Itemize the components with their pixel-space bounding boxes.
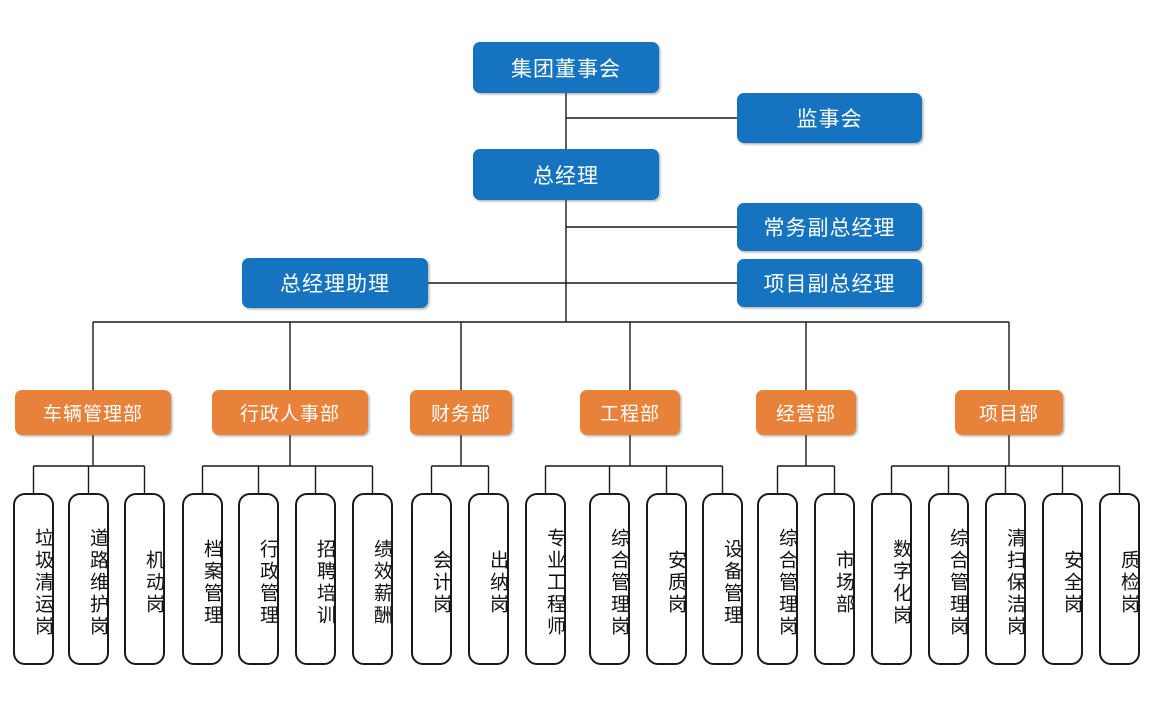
department-label: 车辆管理部 (42, 404, 143, 425)
position-label: 综合管理岗 (776, 528, 797, 638)
position-label: 综合管理岗 (608, 528, 629, 638)
position-label: 招聘培训 (314, 539, 335, 627)
node-executive-deputy-general-manager[interactable]: 常务副总经理 (737, 203, 922, 251)
position-node[interactable]: 综合管理岗 (757, 493, 798, 665)
position-label: 档案管理 (201, 539, 222, 627)
position-node[interactable]: 行政管理 (238, 493, 279, 665)
department-label: 财务部 (430, 404, 491, 425)
department-label: 工程部 (599, 404, 660, 425)
position-label: 设备管理 (721, 539, 742, 627)
position-label: 垃圾清运岗 (32, 528, 53, 638)
position-node[interactable]: 综合管理岗 (589, 493, 630, 665)
position-label: 安质岗 (665, 550, 686, 616)
department-node[interactable]: 车辆管理部 (15, 390, 171, 435)
position-node[interactable]: 出纳岗 (468, 493, 509, 665)
node-group-board[interactable]: 集团董事会 (473, 42, 659, 93)
node-label: 集团董事会 (511, 57, 621, 81)
position-label: 质检岗 (1118, 550, 1139, 616)
position-node[interactable]: 机动岗 (124, 493, 165, 665)
position-node[interactable]: 市场部 (814, 493, 855, 665)
department-label: 经营部 (775, 404, 836, 425)
position-label: 市场部 (833, 550, 854, 616)
node-supervisory-board[interactable]: 监事会 (737, 93, 922, 143)
department-node[interactable]: 项目部 (955, 390, 1063, 435)
position-node[interactable]: 道路维护岗 (68, 493, 109, 665)
position-node[interactable]: 清扫保洁岗 (985, 493, 1026, 665)
position-node[interactable]: 绩效薪酬 (352, 493, 393, 665)
position-label: 安全岗 (1061, 550, 1082, 616)
node-label: 监事会 (796, 108, 863, 131)
node-label: 总经理助理 (280, 273, 390, 296)
node-general-manager-assistant[interactable]: 总经理助理 (242, 258, 428, 308)
position-label: 行政管理 (257, 539, 278, 627)
node-label: 总经理 (533, 164, 599, 188)
node-project-deputy-general-manager[interactable]: 项目副总经理 (737, 259, 922, 307)
position-label: 综合管理岗 (947, 528, 968, 638)
position-label: 会计岗 (430, 550, 451, 616)
position-node[interactable]: 数字化岗 (871, 493, 912, 665)
position-node[interactable]: 综合管理岗 (928, 493, 969, 665)
position-node[interactable]: 档案管理 (182, 493, 223, 665)
node-label: 常务副总经理 (763, 217, 896, 240)
position-node[interactable]: 设备管理 (702, 493, 743, 665)
department-node[interactable]: 财务部 (410, 390, 512, 435)
position-node[interactable]: 安全岗 (1042, 493, 1083, 665)
position-label: 数字化岗 (890, 539, 911, 627)
position-label: 清扫保洁岗 (1004, 528, 1025, 638)
position-node[interactable]: 招聘培训 (295, 493, 336, 665)
department-node[interactable]: 工程部 (580, 390, 680, 435)
node-general-manager[interactable]: 总经理 (473, 149, 659, 200)
position-label: 出纳岗 (487, 550, 508, 616)
position-label: 道路维护岗 (87, 528, 108, 638)
position-node[interactable]: 专业工程师 (525, 493, 566, 665)
node-label: 项目副总经理 (763, 273, 896, 296)
position-node[interactable]: 垃圾清运岗 (13, 493, 54, 665)
position-node[interactable]: 会计岗 (411, 493, 452, 665)
position-label: 专业工程师 (544, 528, 565, 638)
department-label: 项目部 (978, 404, 1039, 425)
department-node[interactable]: 行政人事部 (212, 390, 368, 435)
position-label: 绩效薪酬 (371, 539, 392, 627)
department-label: 行政人事部 (239, 404, 340, 425)
position-node[interactable]: 质检岗 (1099, 493, 1140, 665)
position-label: 机动岗 (143, 550, 164, 616)
position-node[interactable]: 安质岗 (646, 493, 687, 665)
department-node[interactable]: 经营部 (756, 390, 856, 435)
